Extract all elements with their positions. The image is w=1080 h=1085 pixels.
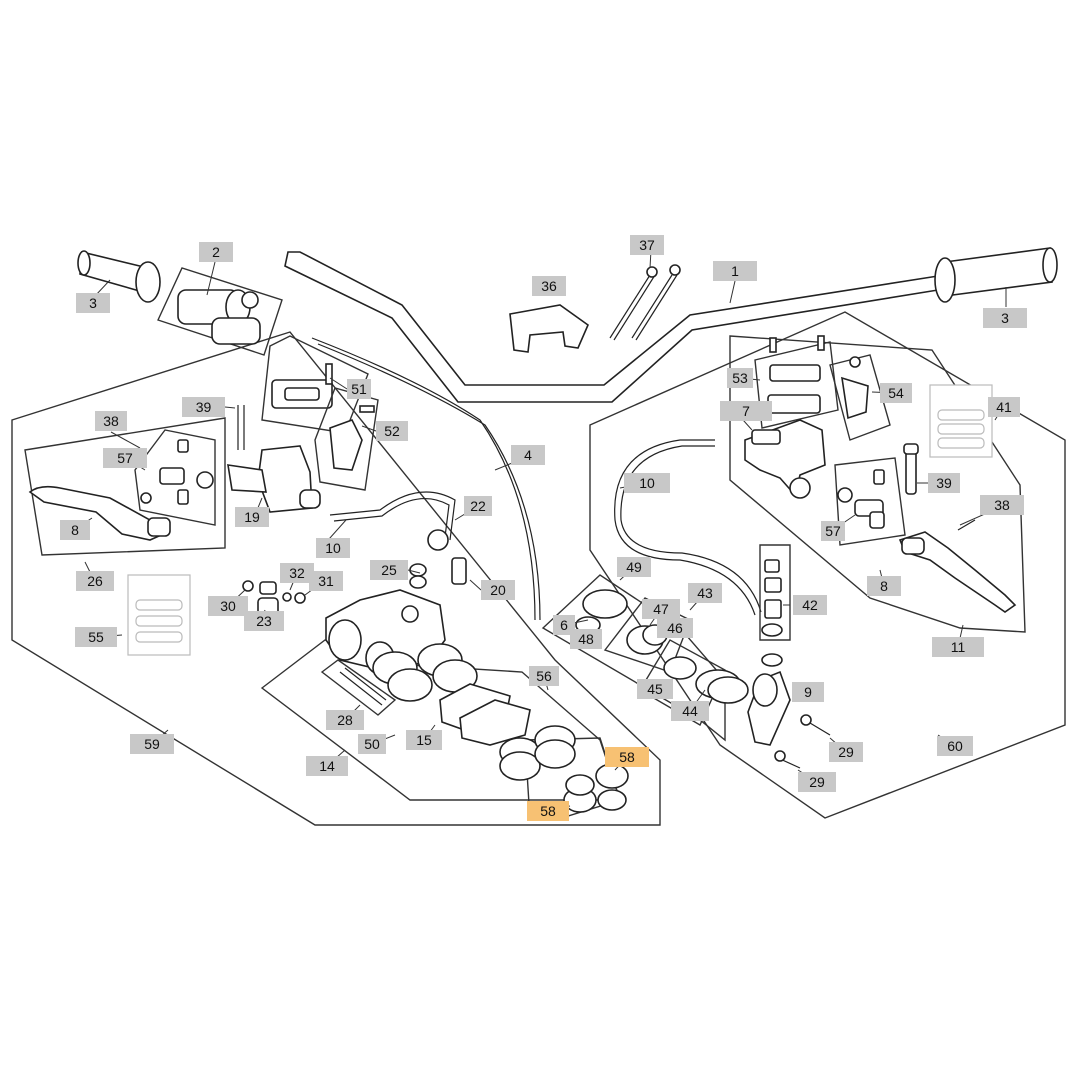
right-adjuster-parts [837,469,885,529]
callout-32[interactable]: 32 [280,563,314,583]
callout-29-upper[interactable]: 29 [829,742,863,762]
left-brake-lever [28,485,171,541]
caliper-pistons [372,643,478,702]
callout-26[interactable]: 26 [76,571,114,591]
callout-41[interactable]: 41 [988,397,1020,417]
right-clamp-bracket [829,354,891,441]
callout-46[interactable]: 46 [657,618,693,638]
callout-54[interactable]: 54 [880,383,912,403]
clamp-bolts [609,264,681,341]
right-brake-lever [898,519,1017,613]
group-outline-60 [589,311,1066,819]
piston-seals-56 [499,725,576,781]
callout-6[interactable]: 6 [553,615,575,635]
callout-60[interactable]: 60 [937,736,973,756]
callout-36[interactable]: 36 [532,276,566,296]
callout-10-right[interactable]: 10 [316,538,350,558]
left-brake-hose [329,491,456,541]
callout-3-left[interactable]: 3 [76,293,110,313]
callout-57-right[interactable]: 57 [821,521,845,541]
callout-43[interactable]: 43 [688,583,722,603]
left-master-cylinder [227,335,369,513]
callout-15[interactable]: 15 [406,730,442,750]
callout-20[interactable]: 20 [481,580,515,600]
callout-42[interactable]: 42 [793,595,827,615]
callout-8-left[interactable]: 8 [60,520,90,540]
right-master-cylinder [744,419,826,499]
right-brake-hose [614,439,756,616]
callout-37[interactable]: 37 [630,235,664,255]
callout-7[interactable]: 7 [720,401,772,421]
left-brake-hose-inner [333,498,450,546]
callout-57-left[interactable]: 57 [103,448,147,468]
callout-39-left[interactable]: 39 [182,397,225,417]
callout-11[interactable]: 11 [932,637,984,657]
callout-52[interactable]: 52 [376,421,408,441]
callout-23[interactable]: 23 [244,611,284,631]
callout-31[interactable]: 31 [309,571,343,591]
callout-51[interactable]: 51 [347,379,371,399]
right-adjuster-box [834,457,906,546]
kit-55-drawing [127,574,191,656]
clamp-screws [774,714,831,769]
right-cylinder-parts [759,544,791,667]
group-outline-11 [729,335,1026,633]
callout-10-left[interactable]: 10 [624,473,670,493]
callout-49[interactable]: 49 [617,557,651,577]
callout-30[interactable]: 30 [208,596,248,616]
callout-50[interactable]: 50 [358,734,386,754]
callout-1[interactable]: 1 [713,261,757,281]
callout-19[interactable]: 19 [235,507,269,527]
callout-28[interactable]: 28 [326,710,364,730]
left-clamp-bracket [314,387,379,491]
callout-59[interactable]: 59 [130,734,174,754]
callout-56[interactable]: 56 [529,666,559,686]
group-outline-59 [11,331,661,826]
callout-39-right[interactable]: 39 [928,473,960,493]
handlebar-clamp [509,304,589,353]
callout-53[interactable]: 53 [727,368,753,388]
callout-22[interactable]: 22 [464,496,492,516]
callout-44[interactable]: 44 [671,701,709,721]
banjo-fitting [409,529,467,589]
callout-58-upper[interactable]: 58 [605,747,649,767]
right-reservoir-parts [754,335,839,429]
callout-58-lower[interactable]: 58 [527,801,569,821]
callout-9[interactable]: 9 [792,682,824,702]
callout-3-right[interactable]: 3 [983,308,1027,328]
group-outline-26 [24,417,226,556]
clutch-cable-inner [317,343,541,621]
caliper-pin [320,659,397,716]
brake-pads [439,683,531,746]
kit-41-drawing [929,384,993,458]
callout-29-lower[interactable]: 29 [798,772,836,792]
left-adjuster-parts [140,439,214,505]
right-screw [903,443,919,495]
callout-47[interactable]: 47 [642,599,680,619]
callout-4[interactable]: 4 [511,445,545,465]
handlebar [284,251,939,403]
callout-38-left[interactable]: 38 [95,411,127,431]
callout-8-right[interactable]: 8 [867,576,901,596]
callout-25[interactable]: 25 [370,560,408,580]
master-cylinder-clamp [747,670,791,746]
callout-14[interactable]: 14 [306,756,348,776]
callout-55[interactable]: 55 [75,627,117,647]
callout-45[interactable]: 45 [637,679,673,699]
left-grip [77,250,161,303]
clutch-cable [311,337,536,621]
piston-seals-58 [563,763,629,813]
right-grip [934,247,1058,303]
right-brake-hose-inner [620,445,762,613]
callout-38-right[interactable]: 38 [980,495,1024,515]
callout-48[interactable]: 48 [570,629,602,649]
throttle-housing [177,289,261,345]
callout-2[interactable]: 2 [199,242,233,262]
left-adjuster-box [134,429,216,526]
